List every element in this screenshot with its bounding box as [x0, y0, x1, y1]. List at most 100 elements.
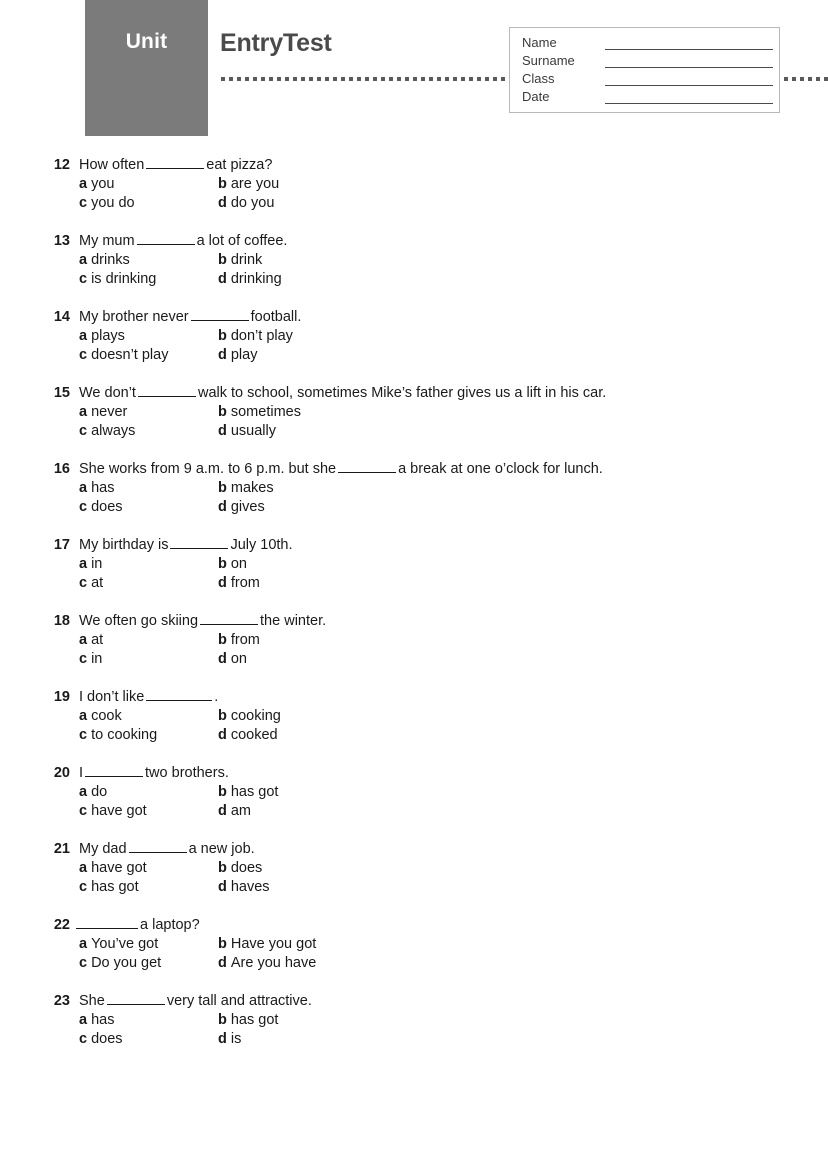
option-letter: a: [79, 404, 88, 420]
option-label: Have you got: [230, 936, 317, 952]
dotted-rule-left: [221, 77, 507, 81]
option-label: usually: [230, 423, 276, 439]
field-write-line[interactable]: [605, 67, 773, 68]
answer-blank[interactable]: [170, 548, 229, 549]
answer-blank[interactable]: [106, 1004, 165, 1005]
option-letter: d: [218, 423, 227, 439]
field-label: Date: [522, 89, 550, 104]
option-letter: b: [218, 176, 227, 192]
option-letter: a: [79, 1012, 88, 1028]
option-letter: c: [79, 423, 88, 439]
option-label: have got: [91, 860, 147, 876]
option-label: do: [91, 784, 108, 800]
answer-blank[interactable]: [146, 168, 205, 169]
answer-blank[interactable]: [190, 320, 249, 321]
stem-after-blank: football.: [250, 309, 302, 325]
answer-blank[interactable]: [85, 776, 144, 777]
option-letter: a: [79, 708, 88, 724]
option-label: at: [91, 575, 104, 591]
option-letter: a: [79, 176, 88, 192]
stem-before-blank: How often: [79, 157, 145, 173]
answer-blank[interactable]: [128, 852, 187, 853]
field-write-line[interactable]: [605, 85, 773, 86]
question-number: 21: [53, 841, 70, 857]
option-label: at: [91, 632, 104, 648]
answer-blank[interactable]: [137, 396, 196, 397]
answer-blank[interactable]: [200, 624, 259, 625]
answer-blank[interactable]: [338, 472, 397, 473]
option-label: to cooking: [91, 727, 158, 743]
option-label: has got: [230, 1012, 279, 1028]
field-write-line[interactable]: [605, 103, 773, 104]
answer-blank[interactable]: [136, 244, 195, 245]
answer-blank[interactable]: [146, 700, 213, 701]
name-box-row: Date: [522, 88, 773, 106]
field-write-line[interactable]: [605, 49, 773, 50]
answer-blank[interactable]: [76, 928, 138, 929]
stem-before-blank: She: [79, 993, 105, 1009]
option-letter: d: [218, 575, 227, 591]
